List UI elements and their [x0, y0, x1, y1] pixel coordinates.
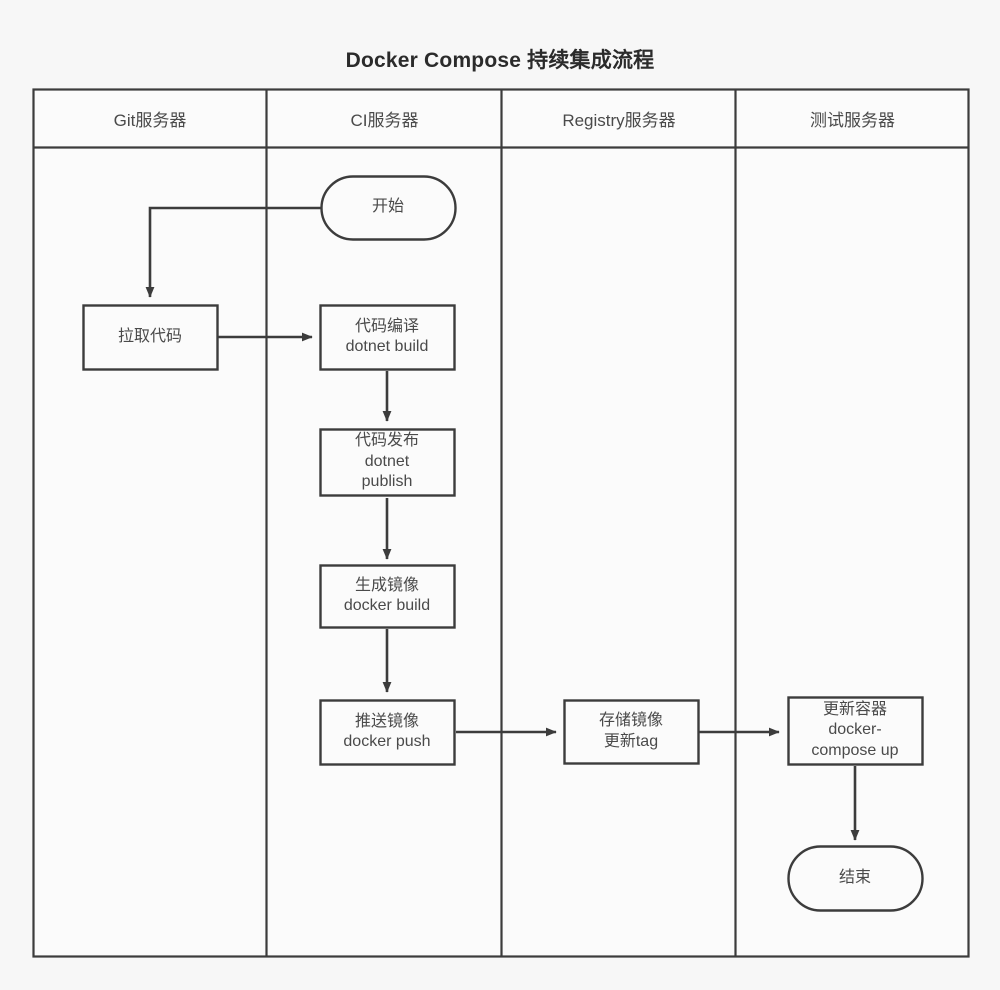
node-publish-shape[interactable]	[319, 428, 456, 497]
node-build-shape[interactable]	[319, 304, 456, 371]
lane-header-registry: Registry服务器	[562, 110, 676, 130]
lane-header-test: 测试服务器	[810, 110, 895, 130]
swimlane-frame	[32, 88, 970, 958]
node-pull-code-shape[interactable]	[82, 304, 219, 371]
lane-header-ci: CI服务器	[350, 110, 419, 130]
node-store-image-shape[interactable]	[563, 699, 700, 765]
node-docker-push-shape[interactable]	[319, 699, 456, 766]
page-title: Docker Compose 持续集成流程	[345, 49, 655, 72]
node-update-container-shape[interactable]	[787, 696, 924, 766]
lane-header-git: Git服务器	[113, 110, 187, 130]
node-docker-build-shape[interactable]	[319, 564, 456, 629]
node-end-shape[interactable]	[787, 845, 924, 912]
edge-start-to-pull-code	[145, 206, 321, 298]
node-start-shape[interactable]	[320, 175, 457, 241]
edge-group	[145, 206, 860, 841]
node-group	[82, 175, 924, 912]
